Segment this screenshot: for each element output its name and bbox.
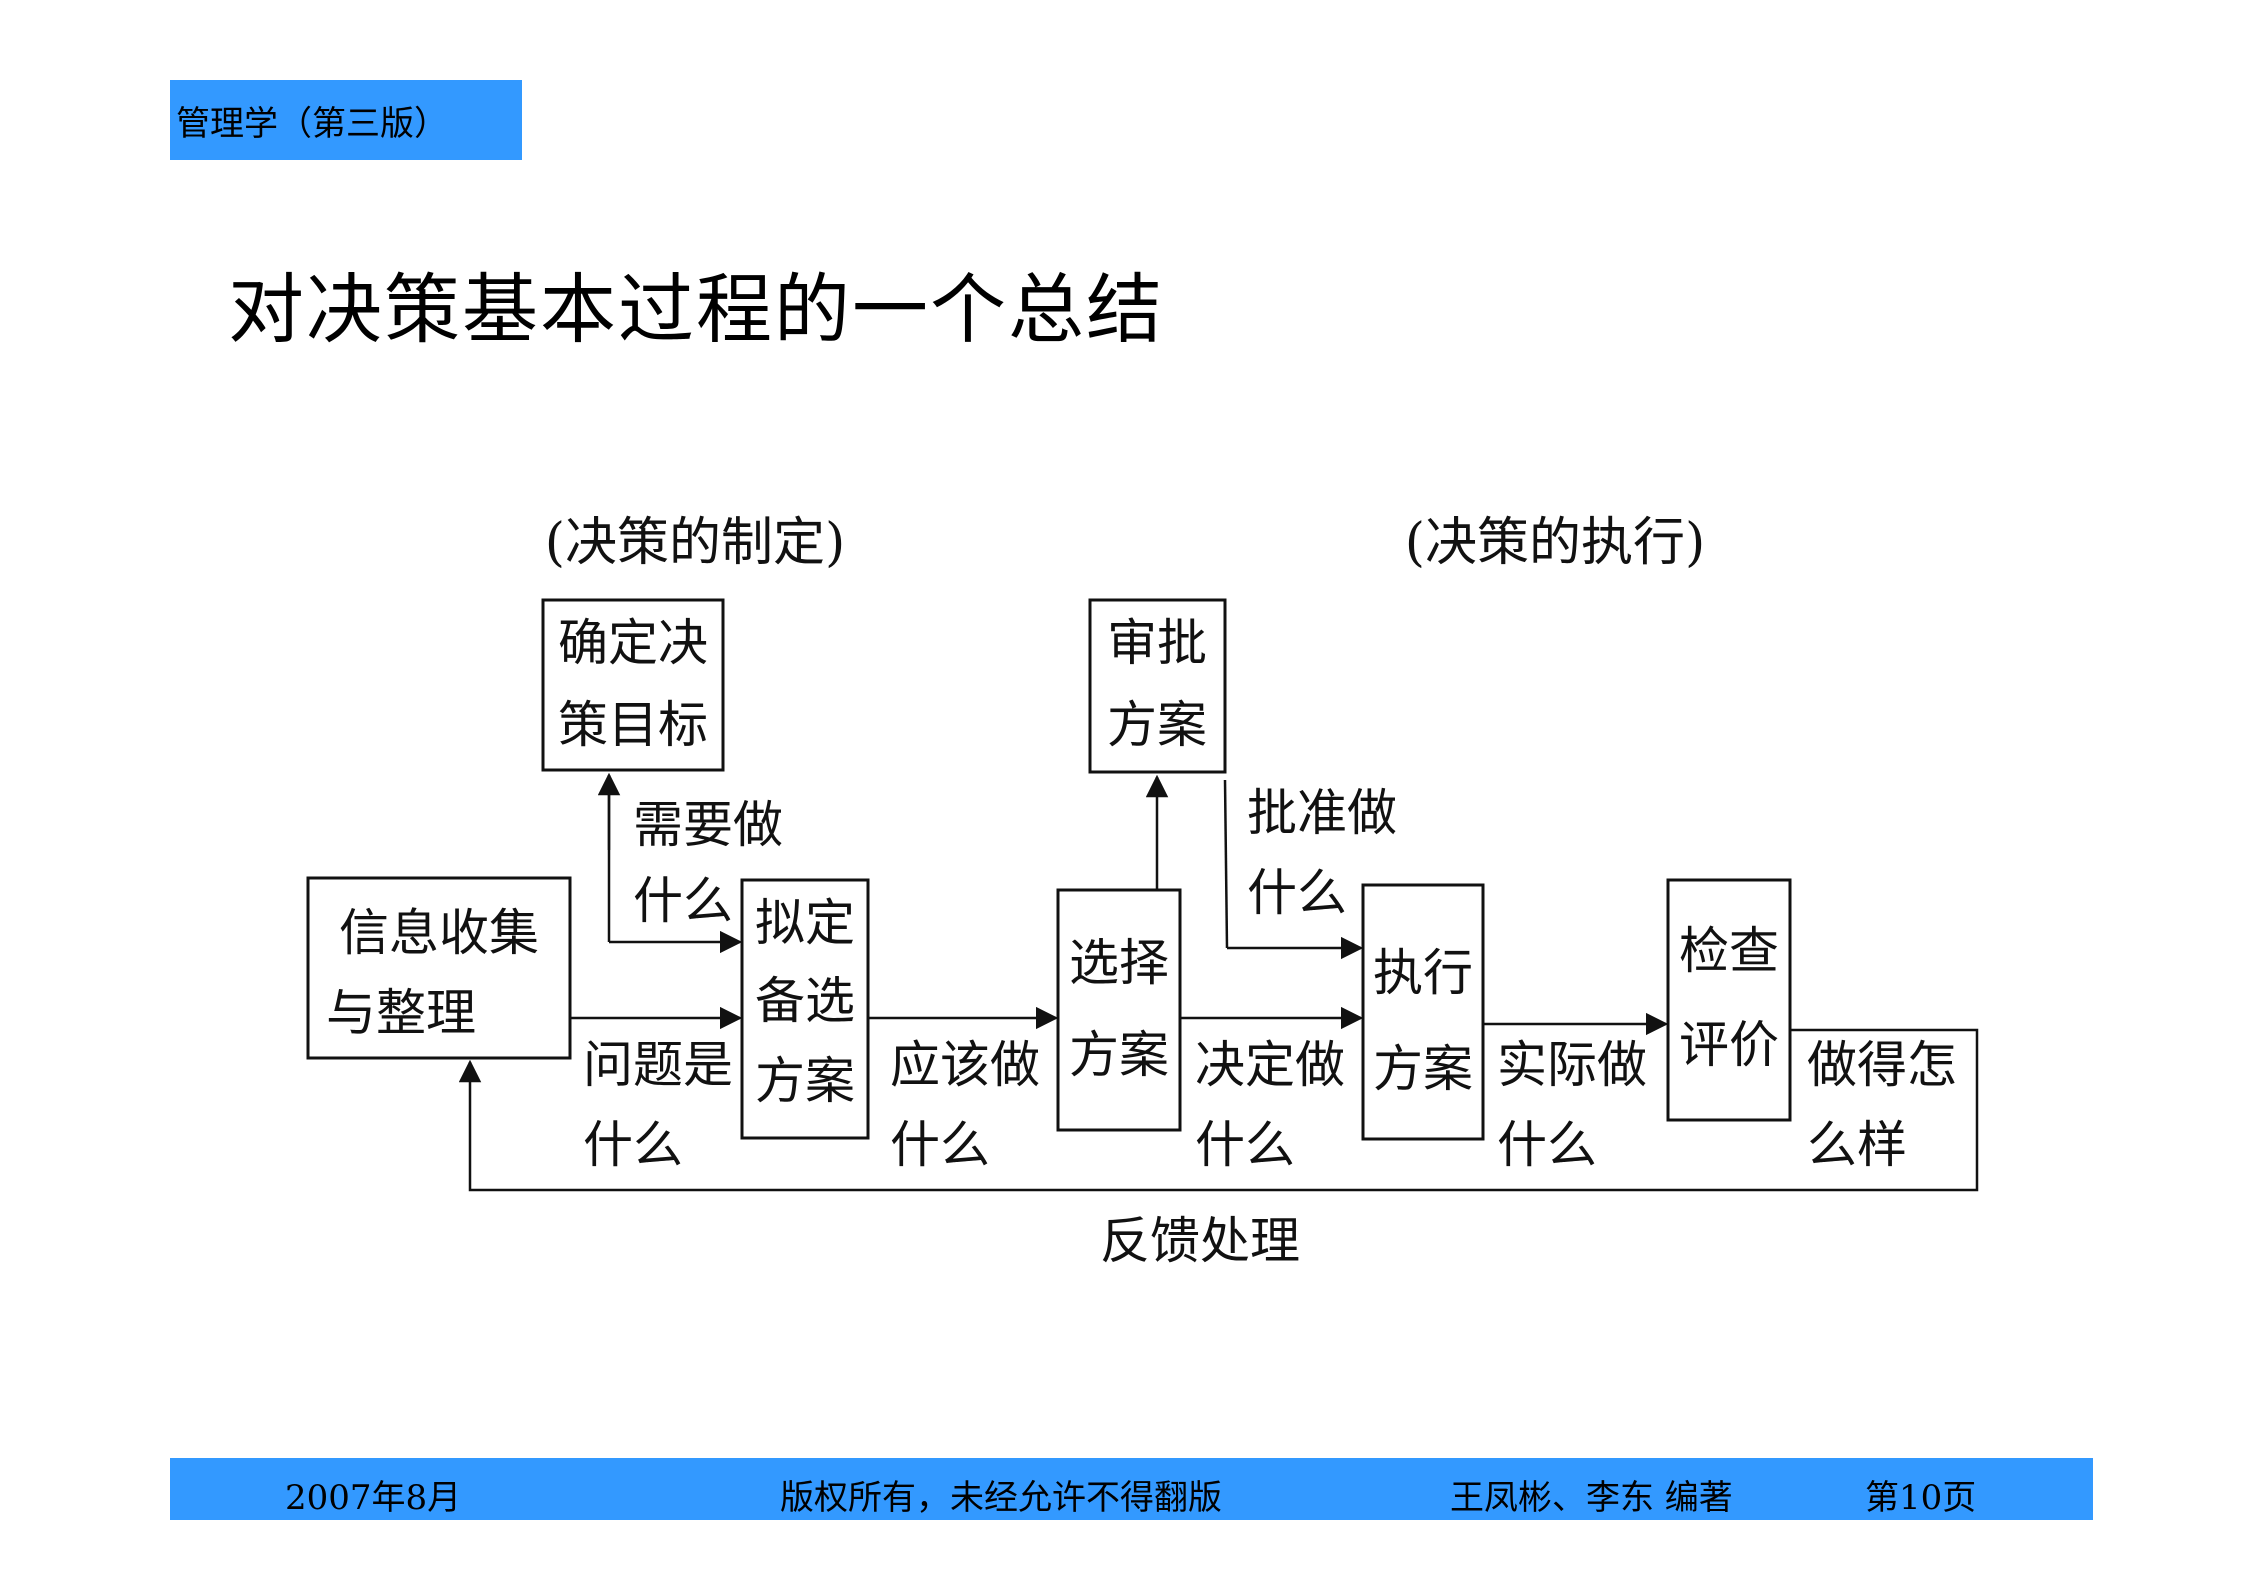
decision-process-diagram: (决策的制定) (决策的执行) 信息收集 与整理 确定决 策目标 拟定 备选 方…: [225, 450, 2055, 1310]
box-collect-line2: 与整理: [326, 984, 476, 1042]
box-goal-line1: 确定决: [558, 614, 708, 672]
q-need-line1: 需要做: [633, 796, 783, 854]
box-collect-line1: 信息收集: [339, 904, 539, 962]
feedback-loop: [458, 1028, 1979, 1192]
course-label: 管理学（第三版）: [170, 80, 522, 160]
footer-copyright: 版权所有，未经允许不得翻版: [780, 1478, 1222, 1518]
line-approve-down: [1223, 779, 1229, 949]
box-draft-line2: 备选: [755, 972, 855, 1030]
box-choose-line2: 方案: [1069, 1026, 1169, 1084]
box-goal-line2: 策目标: [558, 696, 708, 754]
q-actual-line1: 实际做: [1497, 1036, 1647, 1094]
q-approve-line1: 批准做: [1247, 784, 1397, 842]
q-need-line2: 什么: [633, 872, 733, 930]
q-problem-line1: 问题是: [583, 1036, 733, 1094]
q-actual-line2: 什么: [1497, 1116, 1597, 1174]
box-draft-line1: 拟定: [755, 894, 855, 952]
box-approve-line2: 方案: [1107, 696, 1207, 754]
box-choose: [1056, 888, 1182, 1132]
box-execute-line1: 执行: [1373, 944, 1473, 1002]
box-approve: [1088, 598, 1227, 774]
box-execute: [1361, 883, 1485, 1141]
box-choose-line1: 选择: [1069, 934, 1169, 992]
q-problem-line2: 什么: [583, 1116, 683, 1174]
q-result-line2: 么样: [1807, 1116, 1907, 1174]
diagram-svg: (决策的制定) (决策的执行) 信息收集 与整理 确定决 策目标 拟定 备选 方…: [306, 513, 1979, 1270]
page-title: 对决策基本过程的一个总结: [228, 265, 1164, 354]
footer-bar: 2007年8月 版权所有，未经允许不得翻版 王凤彬、李东 编著 第10页: [170, 1458, 2093, 1520]
q-should-line1: 应该做: [890, 1036, 1040, 1094]
box-draft-line3: 方案: [755, 1052, 855, 1110]
q-should-line2: 什么: [890, 1116, 990, 1174]
footer-date: 2007年8月: [285, 1478, 462, 1518]
phase-label-execution: (决策的执行): [1405, 513, 1706, 573]
box-review-line1: 检查: [1679, 922, 1779, 980]
feedback-label: 反馈处理: [1100, 1212, 1300, 1270]
q-approve-line2: 什么: [1247, 864, 1347, 922]
q-result-line1: 做得怎: [1807, 1036, 1957, 1094]
q-decide-line1: 决定做: [1195, 1036, 1345, 1094]
phase-label-formulation: (决策的制定): [545, 513, 846, 573]
box-review-line2: 评价: [1679, 1016, 1779, 1074]
box-review: [1666, 878, 1792, 1122]
q-decide-line2: 什么: [1195, 1116, 1295, 1174]
box-collect: [306, 876, 572, 1060]
footer-authors: 王凤彬、李东 编著: [1450, 1478, 1733, 1518]
box-approve-line1: 审批: [1107, 614, 1207, 672]
footer-page: 第10页: [1865, 1478, 1977, 1518]
box-goal: [541, 598, 725, 772]
box-execute-line2: 方案: [1373, 1040, 1473, 1098]
